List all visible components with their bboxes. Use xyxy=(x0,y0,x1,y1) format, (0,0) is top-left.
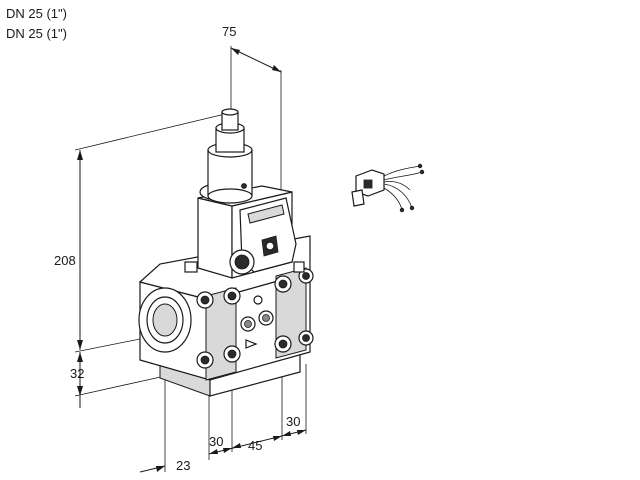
header-line-2: DN 25 (1") xyxy=(6,26,67,41)
dimension-top-width-label: 75 xyxy=(222,24,236,39)
valve-stem xyxy=(207,108,253,204)
actuator-housing xyxy=(197,183,297,279)
dimension-depth-label: 23 xyxy=(176,458,190,473)
dimension-depth: 23 xyxy=(139,376,190,473)
header-line-1: DN 25 (1") xyxy=(6,6,67,21)
dimension-height-label: 208 xyxy=(54,253,76,268)
valve-body xyxy=(138,235,314,397)
dimension-base-height: 32 xyxy=(70,352,166,408)
dimension-base-height-label: 32 xyxy=(70,366,84,381)
dimension-flange-left-label: 30 xyxy=(209,434,223,449)
cable-connector xyxy=(351,163,425,213)
dimension-top-width: 75 xyxy=(222,24,282,200)
dimension-flange-right-label: 30 xyxy=(286,414,300,429)
dimension-center-label: 45 xyxy=(248,438,262,453)
dimension-height: 208 xyxy=(54,113,226,353)
